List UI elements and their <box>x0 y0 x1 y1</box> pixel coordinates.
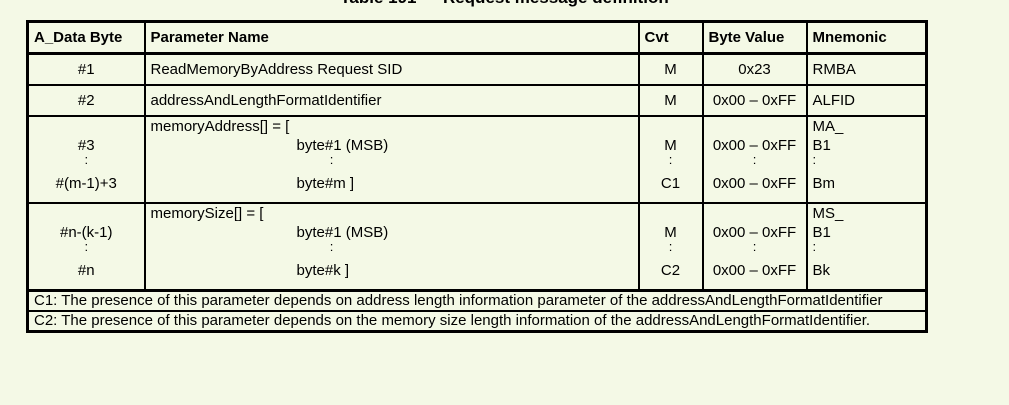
cell-parameter-name: memorySize[] = [ byte#1 (MSB) : byte#k ] <box>143 202 640 292</box>
mnemonic-head: MS_ <box>812 205 844 222</box>
cell-byte: #3 : #(m-1)+3 <box>26 115 146 204</box>
byte-first: #n-(k-1) <box>59 224 113 241</box>
header-mnemonic: Mnemonic <box>805 20 928 55</box>
cell-byte: #2 <box>26 84 146 117</box>
note-c2-text: C2: The presence of this parameter depen… <box>34 312 871 329</box>
cell-parameter-name: memoryAddress[] = [ byte#1 (MSB) : byte#… <box>143 115 640 204</box>
cell-byte-value: 0x00 – 0xFF : 0x00 – 0xFF <box>701 202 808 292</box>
param-entry-last: byte#m ] <box>296 175 355 192</box>
table-header-row: A_Data Byte Parameter Name Cvt Byte Valu… <box>26 20 928 55</box>
byte-last: #(m-1)+3 <box>55 175 117 192</box>
cell-parameter-name: ReadMemoryByAddress Request SID <box>143 52 640 86</box>
byte-ellipsis: : <box>84 152 89 167</box>
cell-mnemonic: RMBA <box>805 52 928 86</box>
cell-cvt: M : C2 <box>637 202 704 292</box>
table-row: #2 addressAndLengthFormatIdentifier M 0x… <box>26 84 928 117</box>
table-caption: Table 191 — Request message definition <box>0 0 1009 8</box>
value-first: 0x00 – 0xFF <box>712 224 797 241</box>
param-entry-last: byte#k ] <box>296 262 350 279</box>
mnemonic-first: B1 <box>812 137 831 154</box>
cell-byte-value: 0x00 – 0xFF <box>701 84 808 117</box>
header-cvt: Cvt <box>637 20 704 55</box>
value-first: 0x00 – 0xFF <box>712 137 797 154</box>
cvt-first: M <box>664 137 677 154</box>
cell-mnemonic: MA_ B1 : Bm <box>805 115 928 204</box>
cell-byte: #n-(k-1) : #n <box>26 202 146 292</box>
cell-cvt: M <box>637 52 704 86</box>
header-a-data-byte: A_Data Byte <box>26 20 146 55</box>
mnemonic-last: Bk <box>812 262 831 279</box>
cell-parameter-name: addressAndLengthFormatIdentifier <box>143 84 640 117</box>
note-c2: C2: The presence of this parameter depen… <box>26 310 928 333</box>
byte-last: #n <box>77 262 95 279</box>
param-ellipsis: : <box>329 239 334 254</box>
cvt-last: C2 <box>660 262 681 279</box>
mnemonic-first: B1 <box>812 224 831 241</box>
cvt-ellipsis: : <box>668 239 673 254</box>
cell-cvt: M <box>637 84 704 117</box>
cvt-first: M <box>664 224 677 241</box>
param-entry-first: byte#1 (MSB) <box>296 137 389 154</box>
cell-mnemonic: MS_ B1 : Bk <box>805 202 928 292</box>
value-last: 0x00 – 0xFF <box>712 175 797 192</box>
cell-byte-value: 0x23 <box>701 52 808 86</box>
value-last: 0x00 – 0xFF <box>712 262 797 279</box>
cvt-ellipsis: : <box>668 152 673 167</box>
byte-first: #3 <box>77 137 95 154</box>
request-message-table: A_Data Byte Parameter Name Cvt Byte Valu… <box>26 20 928 333</box>
value-ellipsis: : <box>752 239 757 254</box>
mnemonic-head: MA_ <box>812 118 844 135</box>
mnemonic-ellipsis: : <box>812 239 817 254</box>
header-parameter-name: Parameter Name <box>143 20 640 55</box>
cell-cvt: M : C1 <box>637 115 704 204</box>
note-c1-text: C1: The presence of this parameter depen… <box>34 292 883 309</box>
byte-ellipsis: : <box>84 239 89 254</box>
table-row-memory-size: #n-(k-1) : #n memorySize[] = [ byte#1 (M… <box>26 202 928 292</box>
mnemonic-ellipsis: : <box>812 152 817 167</box>
table-row: #1 ReadMemoryByAddress Request SID M 0x2… <box>26 52 928 86</box>
param-array-name: memoryAddress[] = [ <box>150 118 290 135</box>
cell-byte-value: 0x00 – 0xFF : 0x00 – 0xFF <box>701 115 808 204</box>
param-array-name: memorySize[] = [ <box>150 205 264 222</box>
cvt-last: C1 <box>660 175 681 192</box>
param-entry-first: byte#1 (MSB) <box>296 224 389 241</box>
table-note-row: C1: The presence of this parameter depen… <box>26 289 928 312</box>
note-c1: C1: The presence of this parameter depen… <box>26 289 928 312</box>
table-row-memory-address: #3 : #(m-1)+3 memoryAddress[] = [ byte#1… <box>26 115 928 204</box>
value-ellipsis: : <box>752 152 757 167</box>
cell-mnemonic: ALFID <box>805 84 928 117</box>
param-ellipsis: : <box>329 152 334 167</box>
header-byte-value: Byte Value <box>701 20 808 55</box>
cell-byte: #1 <box>26 52 146 86</box>
table-note-row: C2: The presence of this parameter depen… <box>26 310 928 333</box>
mnemonic-last: Bm <box>812 175 836 192</box>
